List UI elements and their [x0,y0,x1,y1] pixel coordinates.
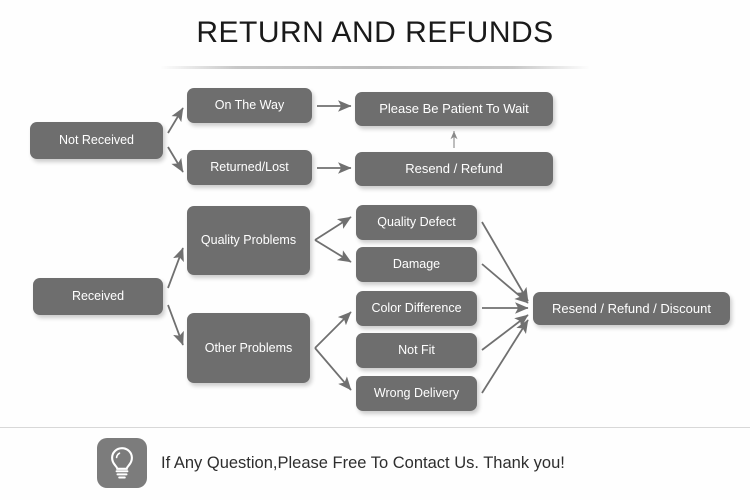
title-divider [160,66,590,69]
edge-not-fit-to-resend-refund-discount [481,314,529,351]
footer-text: If Any Question,Please Free To Contact U… [161,453,565,472]
node-not-received: Not Received [30,122,163,159]
node-quality-problems: Quality Problems [187,206,310,275]
edge-not-received-to-returned-lost [167,146,184,173]
node-returned-lost: Returned/Lost [187,150,312,185]
page-title: RETURN AND REFUNDS [196,16,554,49]
node-quality-defect: Quality Defect [356,205,477,240]
node-other-problems: Other Problems [187,313,310,383]
node-not-fit: Not Fit [356,333,477,368]
footer-note: If Any Question,Please Free To Contact U… [97,438,565,488]
node-label: Not Received [58,133,135,147]
node-label: Other Problems [204,340,293,355]
edge-quality-problems-to-damage [314,239,352,263]
footer-divider [0,427,750,428]
node-wrong-delivery: Wrong Delivery [356,376,477,411]
edge-other-problems-to-color-difference [314,311,352,349]
node-label: Please Be Patient To Wait [379,101,529,117]
node-resend-refund-discount: Resend / Refund / Discount [533,292,730,325]
node-damage: Damage [356,247,477,282]
node-label: Resend / Refund [405,161,503,177]
node-label: Quality Defect [377,215,456,229]
node-label: Color Difference [371,301,462,315]
edge-not-received-to-on-the-way [167,107,184,134]
edge-received-to-other-problems [167,304,184,346]
edge-damage-to-resend-refund-discount [481,263,529,304]
edge-received-to-quality-problems [167,247,184,289]
edge-wrong-delivery-to-resend-refund-discount [481,319,529,394]
node-label: On The Way [214,98,285,112]
edge-quality-problems-to-quality-defect [314,216,352,241]
node-label: Damage [392,257,441,271]
node-resend-refund: Resend / Refund [355,152,553,186]
edge-quality-defect-to-resend-refund-discount [481,221,529,302]
node-label: Resend / Refund / Discount [552,300,711,316]
edge-other-problems-to-wrong-delivery [314,347,352,391]
node-label: Received [71,289,125,303]
lightbulb-icon [97,438,147,488]
node-label: Wrong Delivery [373,386,460,400]
node-received: Received [33,278,163,315]
node-on-the-way: On The Way [187,88,312,123]
node-label: Returned/Lost [210,160,289,174]
node-color-difference: Color Difference [356,291,477,326]
node-label: Not Fit [398,343,435,357]
node-label: Quality Problems [200,233,297,247]
node-please-wait: Please Be Patient To Wait [355,92,553,126]
